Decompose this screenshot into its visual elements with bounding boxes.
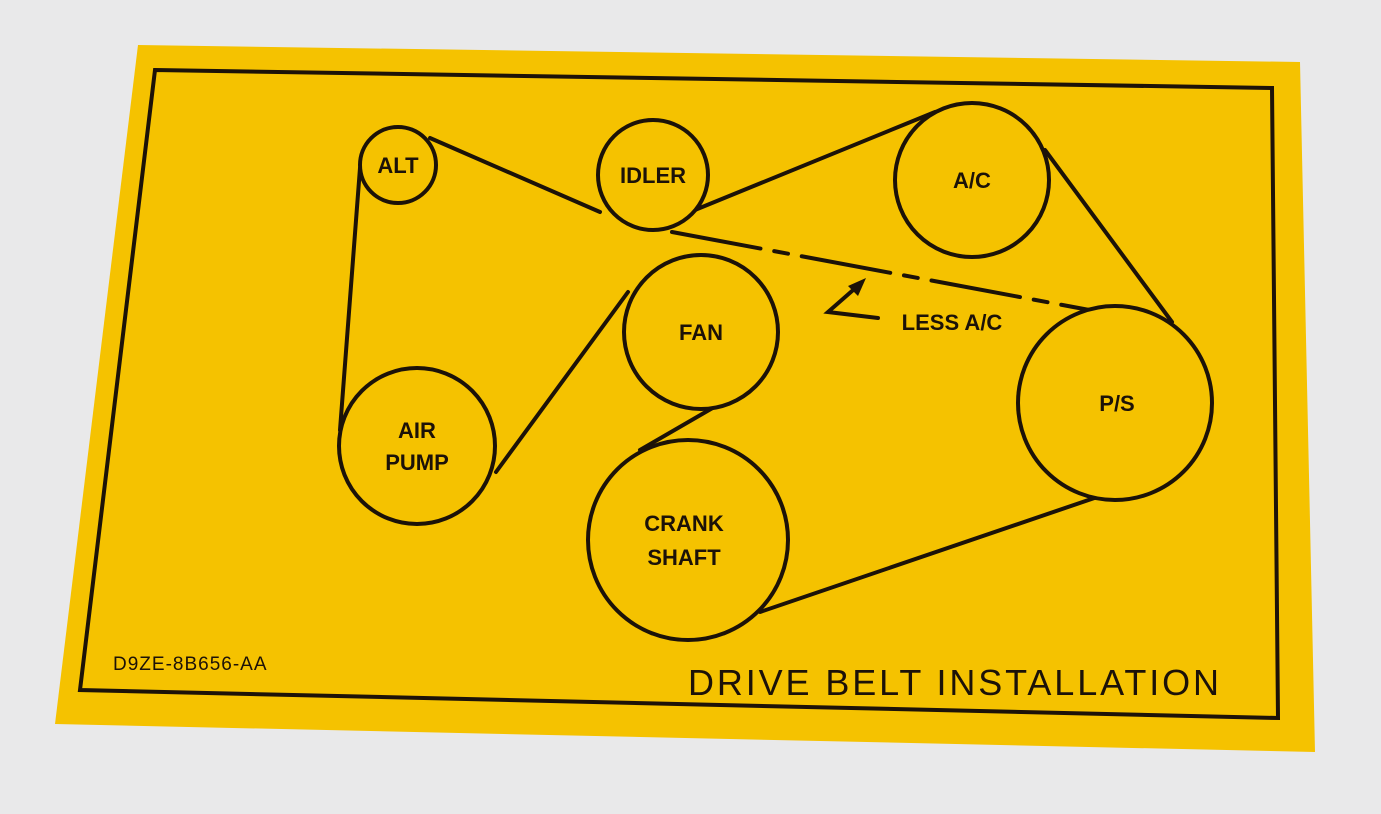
belt-ac-ps (1043, 148, 1174, 324)
pulley-label: SHAFT (647, 545, 721, 570)
pulley-label: FAN (679, 320, 723, 345)
pulley-power-steering: P/S (1016, 304, 1214, 502)
pulley-crankshaft: CRANK SHAFT (586, 438, 790, 642)
pulley-fan: FAN (622, 253, 780, 411)
belt-airpump-alt (338, 166, 362, 432)
belt-path (338, 110, 1174, 614)
belt-alt-idler (428, 136, 602, 214)
pulley-label: P/S (1099, 391, 1134, 416)
less-ac-arrow (823, 282, 880, 320)
pulley-label: AIR (398, 418, 436, 443)
belt-crank-fan (638, 404, 718, 452)
pulley-label: ALT (377, 153, 419, 178)
belt-idler-ac (688, 110, 937, 214)
belt-ps-crank (758, 490, 1114, 614)
sticker-title: DRIVE BELT INSTALLATION (688, 662, 1220, 703)
pulley-idler: IDLER (596, 118, 710, 232)
pulley-air-pump: AIR PUMP (337, 366, 497, 526)
pulley-ac: A/C (893, 101, 1051, 259)
belt-less-ac-dashed (670, 230, 1102, 314)
pulley-label: A/C (953, 168, 991, 193)
pulley-alt: ALT (358, 125, 438, 205)
part-number: D9ZE-8B656-AA (113, 654, 268, 675)
less-ac-note: LESS A/C (902, 310, 1003, 335)
pulley-label: IDLER (620, 163, 686, 188)
pulley-label: CRANK (644, 511, 724, 536)
belt-airpump-fan (494, 290, 630, 474)
sticker-border (77, 67, 1281, 721)
pulley-label: PUMP (385, 450, 449, 475)
arrowhead-icon (848, 278, 866, 296)
